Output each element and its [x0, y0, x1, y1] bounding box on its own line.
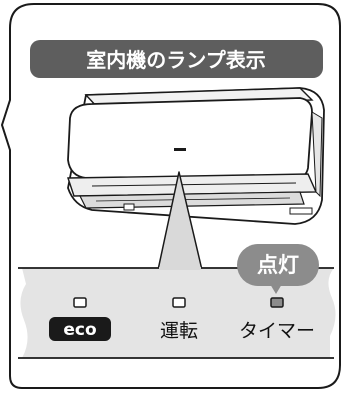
lit-bubble-label: 点灯: [257, 253, 299, 277]
lamp-eco-light: [73, 297, 87, 308]
title-text: 室内機のランプ表示: [86, 48, 265, 72]
indoor-unit-illustration: [67, 87, 325, 225]
lamp-operation-label: 運転: [160, 320, 198, 342]
lamp-operation-light: [172, 297, 186, 308]
lamp-eco: eco: [49, 297, 111, 341]
eco-logo-badge: [49, 317, 111, 341]
lamp-timer-label: タイマー: [239, 320, 315, 342]
title-banner: [30, 40, 323, 78]
lamp-timer: タイマー: [239, 297, 315, 342]
lamp-operation: 運転: [160, 297, 198, 342]
eco-logo-text: eco: [63, 320, 96, 340]
lamp-timer-light: [270, 297, 284, 308]
lit-indicator-bubble: 点灯: [237, 244, 319, 294]
